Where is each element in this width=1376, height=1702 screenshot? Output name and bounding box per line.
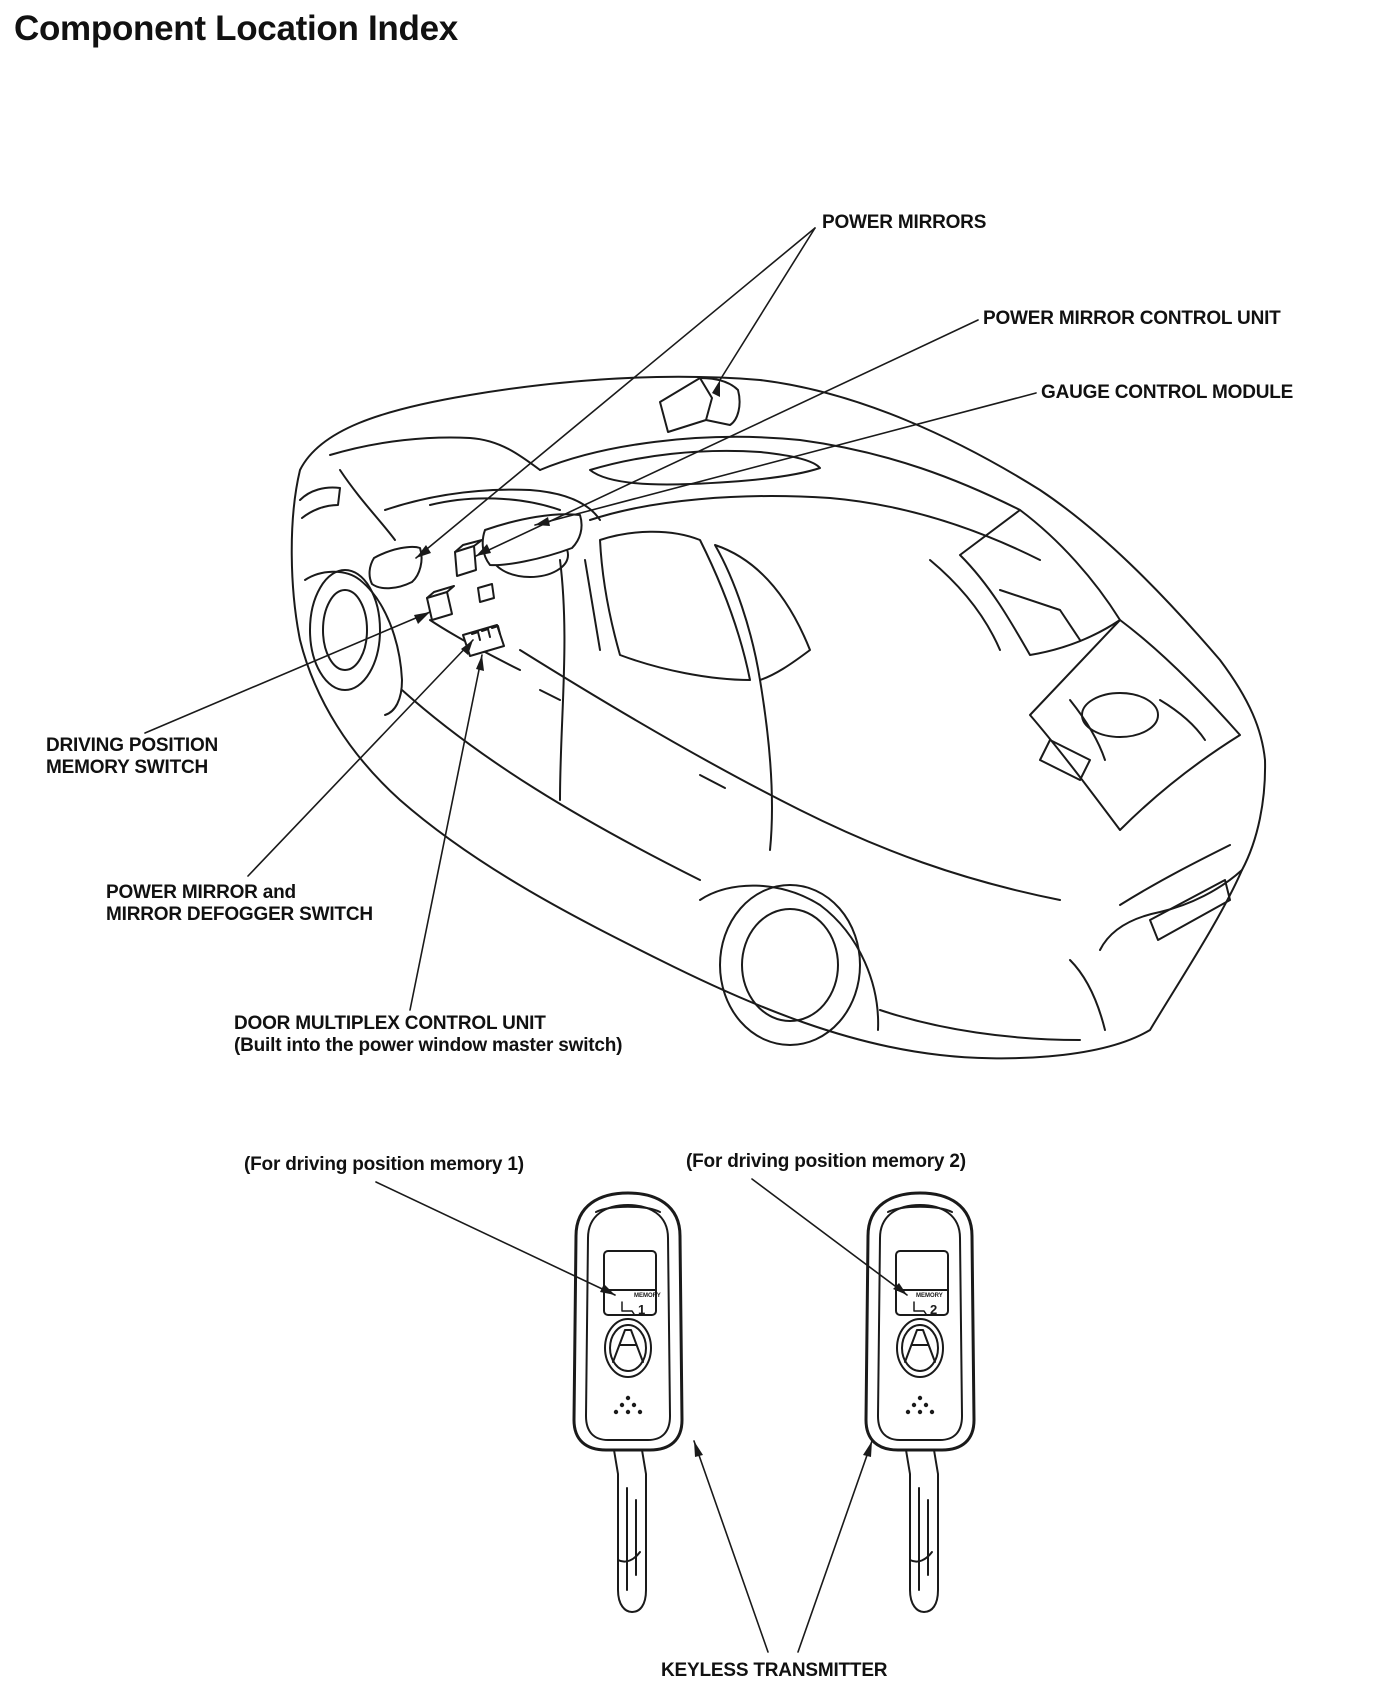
door-multiplex-control-unit-label: DOOR MULTIPLEX CONTROL UNIT (Built into … bbox=[234, 1013, 623, 1057]
power-mirror-defogger-switch-line-1: POWER MIRROR and bbox=[106, 882, 296, 903]
memory-2-text: (For driving position memory 2) bbox=[686, 1151, 966, 1172]
power-mirror-defogger-switch-box bbox=[477, 583, 495, 603]
gauge-control-module bbox=[481, 513, 583, 567]
keyless-transmitter-1 bbox=[572, 1191, 684, 1613]
memory-2-label: (For driving position memory 2) bbox=[686, 1151, 966, 1173]
transmitter-leader-lines bbox=[375, 1178, 908, 1653]
driving-position-memory-switch-box bbox=[426, 585, 455, 621]
power-mirror-control-unit-label: POWER MIRROR CONTROL UNIT bbox=[983, 308, 1281, 330]
key-2-memory-display: MEMORY 2 bbox=[913, 1293, 943, 1317]
seat-icon bbox=[621, 1301, 635, 1315]
car-illustration bbox=[290, 375, 1267, 1060]
door-multiplex-control-unit-line-2: (Built into the power window master swit… bbox=[234, 1035, 623, 1056]
key-2-memory-text: MEMORY bbox=[916, 1293, 943, 1299]
keyless-transmitter-2 bbox=[864, 1191, 976, 1613]
gauge-control-module-label: GAUGE CONTROL MODULE bbox=[1041, 382, 1293, 404]
key-2-memory-number: 2 bbox=[930, 1302, 937, 1317]
door-multiplex-control-unit-line-1: DOOR MULTIPLEX CONTROL UNIT bbox=[234, 1013, 546, 1034]
key-1-memory-text: MEMORY bbox=[634, 1293, 661, 1299]
power-mirror-control-unit-text: POWER MIRROR CONTROL UNIT bbox=[983, 308, 1281, 329]
right-power-mirror bbox=[659, 377, 741, 433]
memory-1-label: (For driving position memory 1) bbox=[244, 1154, 524, 1176]
driving-position-memory-switch-line-1: DRIVING POSITION bbox=[46, 735, 219, 756]
power-mirrors-text: POWER MIRRORS bbox=[822, 212, 987, 233]
power-window-master-switch bbox=[462, 624, 505, 657]
keyless-transmitter-text: KEYLESS TRANSMITTER bbox=[661, 1660, 888, 1681]
left-power-mirror bbox=[368, 545, 423, 590]
page-title: Component Location Index bbox=[14, 9, 458, 48]
power-mirror-control-unit-box bbox=[454, 539, 483, 577]
leader-lines bbox=[144, 227, 1037, 1011]
key-1-memory-display: MEMORY 1 bbox=[621, 1293, 661, 1317]
acura-emblem-icon bbox=[896, 1318, 944, 1378]
memory-1-text: (For driving position memory 1) bbox=[244, 1154, 524, 1175]
arrowheads bbox=[414, 380, 720, 671]
driving-position-memory-switch-label: DRIVING POSITION MEMORY SWITCH bbox=[46, 735, 218, 779]
seat-icon bbox=[913, 1301, 927, 1315]
transmitter-arrowheads bbox=[600, 1283, 907, 1457]
key-1-memory-number: 1 bbox=[638, 1302, 645, 1317]
power-mirror-defogger-switch-label: POWER MIRROR and MIRROR DEFOGGER SWITCH bbox=[106, 882, 373, 926]
keyless-transmitter-label: KEYLESS TRANSMITTER bbox=[661, 1660, 888, 1682]
speaker-dots-icon bbox=[613, 1395, 643, 1415]
driving-position-memory-switch-line-2: MEMORY SWITCH bbox=[46, 757, 209, 778]
acura-emblem-icon bbox=[604, 1318, 652, 1378]
gauge-control-module-text: GAUGE CONTROL MODULE bbox=[1041, 382, 1294, 403]
speaker-dots-icon bbox=[905, 1395, 935, 1415]
power-mirror-defogger-switch-line-2: MIRROR DEFOGGER SWITCH bbox=[106, 904, 373, 925]
power-mirrors-label: POWER MIRRORS bbox=[822, 212, 986, 234]
